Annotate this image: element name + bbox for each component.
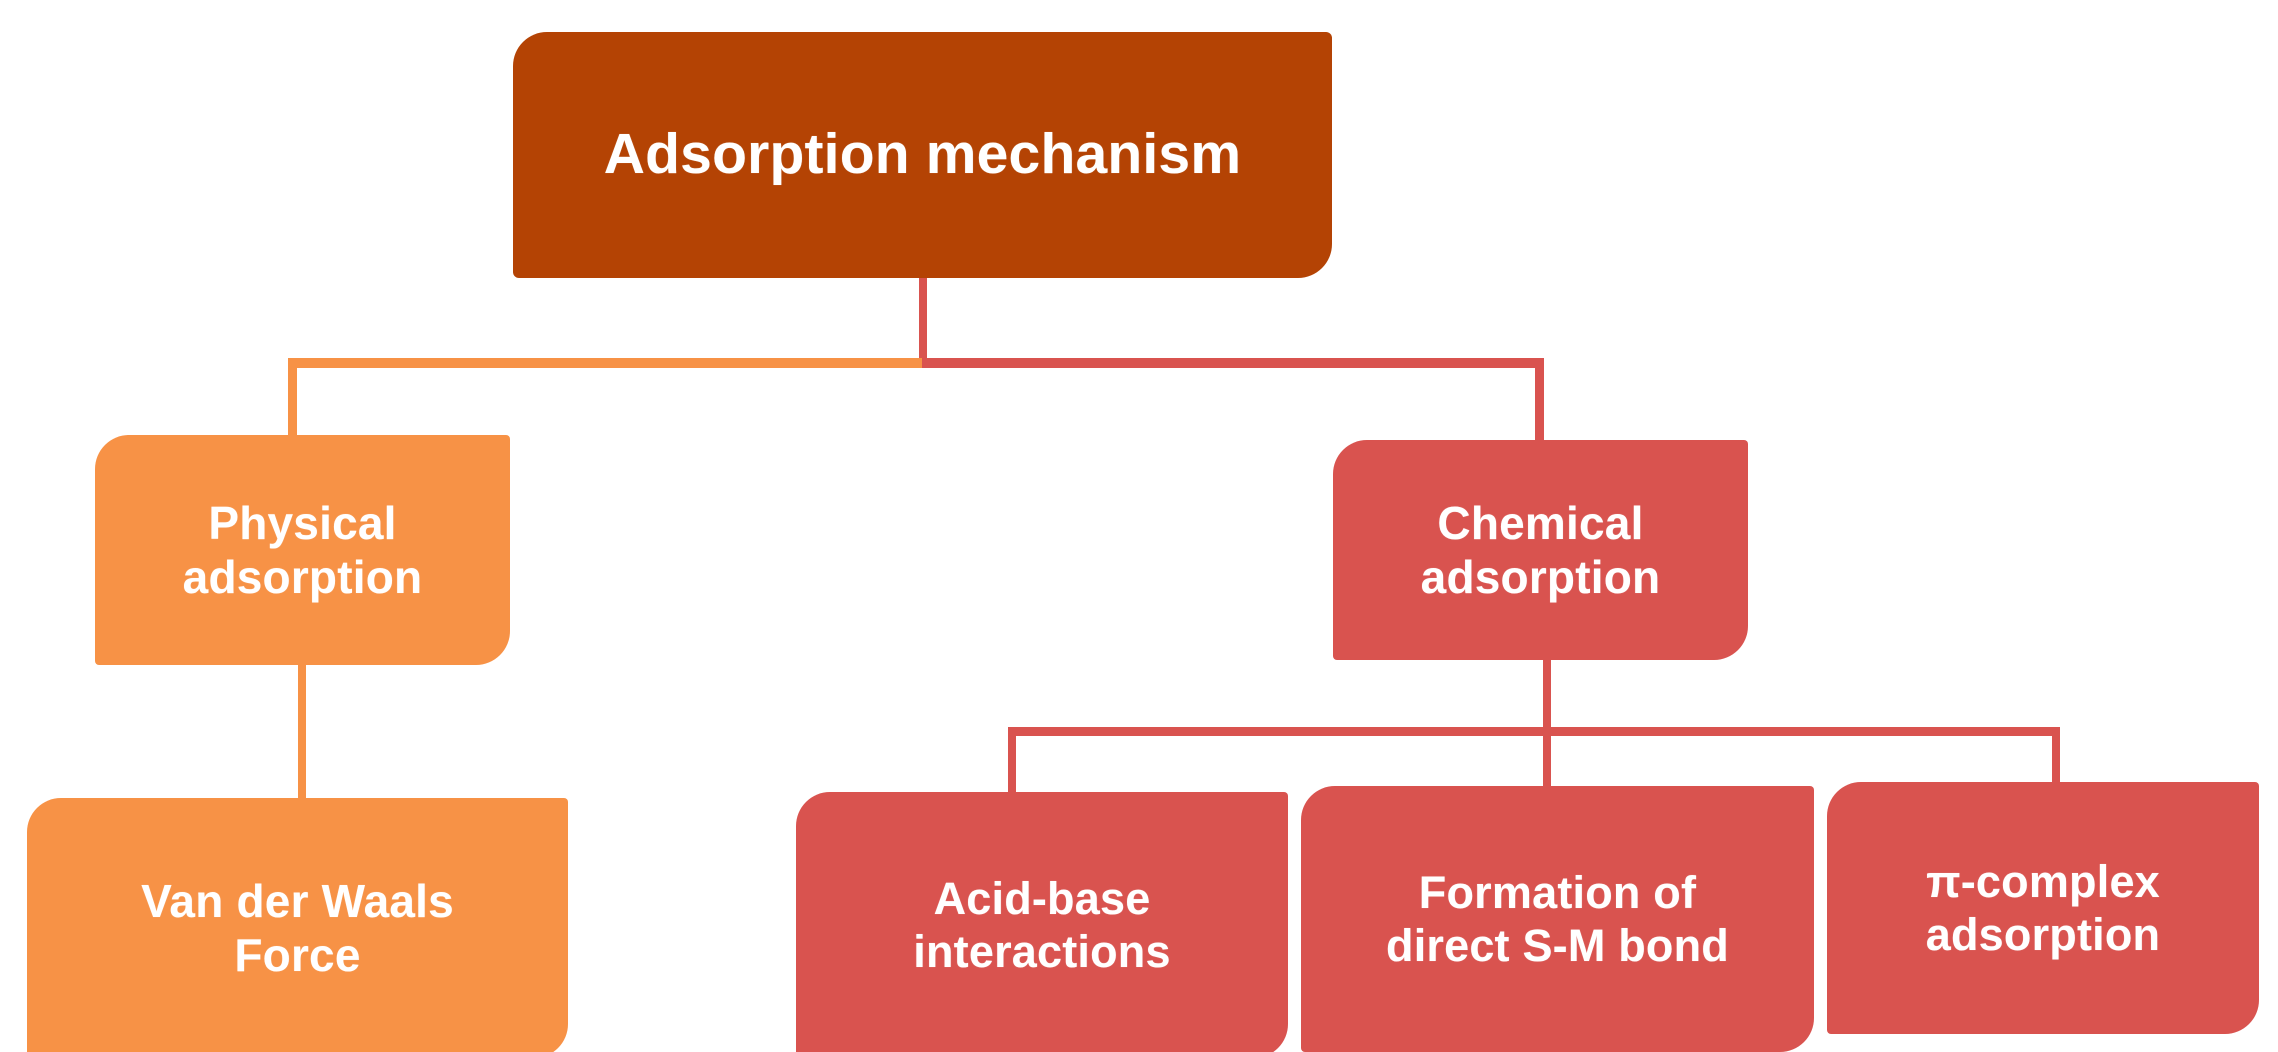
connector-drop-pi-complex xyxy=(2052,727,2060,787)
node-label-adsorption-mechanism: Adsorption mechanism xyxy=(603,122,1242,187)
node-label-physical-adsorption: Physical adsorption xyxy=(182,496,423,603)
connector-drop-physical xyxy=(288,358,297,440)
node-label-van-der-waals-force: Van der Waals Force xyxy=(141,874,454,981)
node-acid-base-interactions[interactable]: Acid-base interactions xyxy=(796,792,1288,1052)
connector-drop-formation xyxy=(1543,727,1551,789)
node-chemical-adsorption[interactable]: Chemical adsorption xyxy=(1333,440,1748,660)
node-physical-adsorption[interactable]: Physical adsorption xyxy=(95,435,510,665)
connector-drop-chemical xyxy=(1535,358,1544,444)
node-label-chemical-adsorption: Chemical adsorption xyxy=(1420,496,1661,603)
connector-root-split-left xyxy=(288,358,924,368)
node-formation-direct-bond[interactable]: Formation of direct S-M bond xyxy=(1301,786,1814,1052)
connector-chemical-stem xyxy=(1543,655,1551,733)
node-label-acid-base-interactions: Acid-base interactions xyxy=(913,872,1171,977)
connector-physical-to-vdw xyxy=(298,660,306,802)
node-label-formation-direct-bond: Formation of direct S-M bond xyxy=(1386,866,1729,971)
connector-chemical-split-bar xyxy=(1008,727,2060,736)
node-pi-complex-adsorption[interactable]: π-complex adsorption xyxy=(1827,782,2259,1034)
node-adsorption-mechanism[interactable]: Adsorption mechanism xyxy=(513,32,1332,278)
connector-root-stem xyxy=(919,276,927,368)
connector-drop-acid-base xyxy=(1008,727,1016,797)
connector-root-split-right xyxy=(922,358,1543,368)
node-van-der-waals-force[interactable]: Van der Waals Force xyxy=(27,798,568,1052)
node-label-pi-complex-adsorption: π-complex adsorption xyxy=(1925,855,2161,960)
